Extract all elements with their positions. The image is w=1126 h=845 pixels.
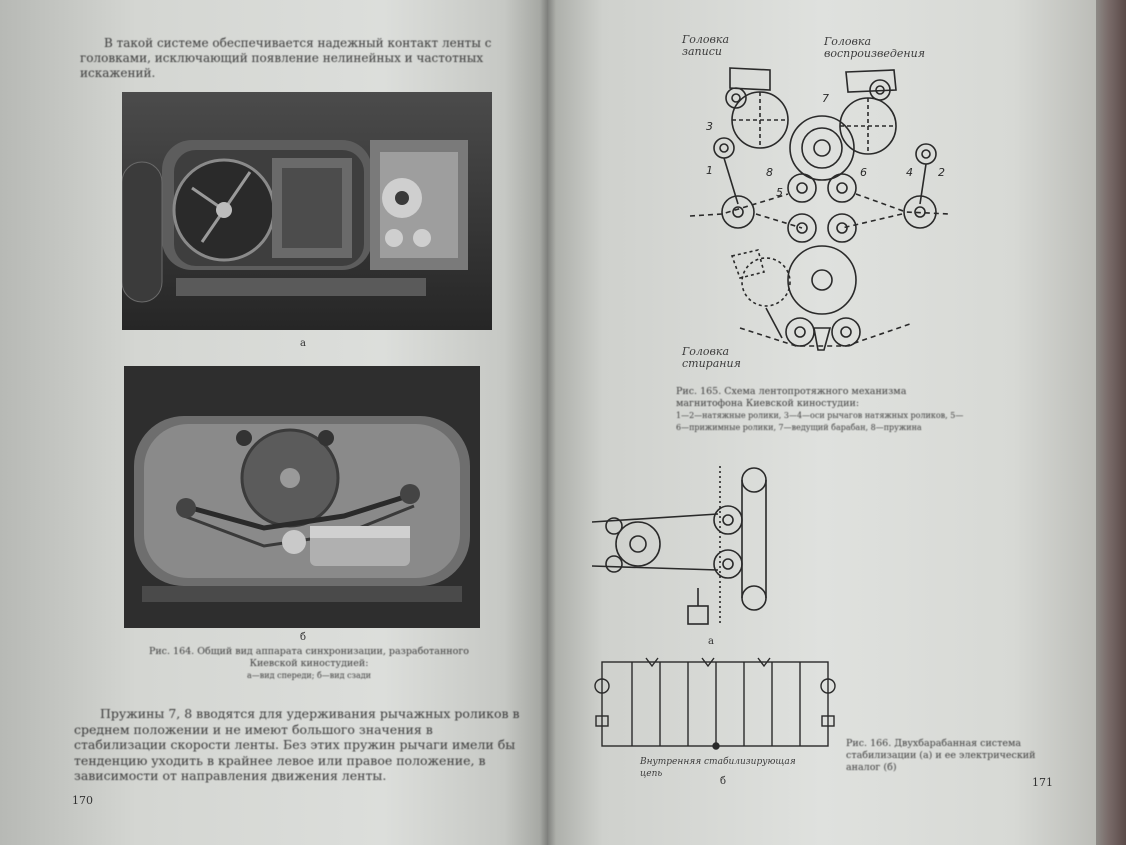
- left-intro-text: В такой системе обеспечивается надежный …: [80, 36, 492, 80]
- fig-label-b: б: [300, 632, 307, 643]
- fig-164-caption: Рис. 164. Общий вид аппарата синхронизац…: [134, 646, 484, 682]
- diagram-number: 2: [938, 166, 945, 179]
- photo-rear-view-image: [124, 366, 480, 628]
- fig-165-caption-sub: 1—2—натяжные ролики, 3—4—оси рычагов нат…: [676, 411, 964, 432]
- fig-166-label-a: а: [708, 636, 714, 647]
- left-page-number: 170: [72, 794, 93, 807]
- diagram-number: 4: [906, 166, 913, 179]
- diagram-number: 7: [822, 92, 829, 105]
- fig-165-caption: Рис. 165. Схема лентопротяжного механизм…: [676, 386, 968, 434]
- left-page: В такой системе обеспечивается надежный …: [0, 0, 548, 845]
- left-body-text: Пружины 7, 8 вводятся для удерживания ры…: [74, 706, 520, 783]
- tape-transport-diagram: 3 1 8 5 6 4 2 7: [689, 67, 951, 351]
- diagram-number: 8: [766, 166, 773, 179]
- label-record-head: Головка записи: [682, 33, 730, 58]
- label-erase-head: Головка стирания: [682, 345, 741, 370]
- fig-166-label-b: б: [720, 776, 727, 787]
- fig-164-caption-title: Рис. 164. Общий вид аппарата синхронизац…: [148, 646, 470, 669]
- photo-front-view-image: [122, 92, 492, 330]
- electrical-analog-diagram: [594, 657, 836, 750]
- book-gutter: [540, 0, 556, 845]
- diagram-number: 1: [706, 164, 713, 177]
- photo-front-view: [122, 92, 492, 330]
- fig-164-caption-sub: а—вид спереди; б—вид сзади: [247, 671, 371, 680]
- fig-label-a: а: [300, 338, 306, 349]
- tape-transport-numbers: 3 1 8 5 6 4 2 7: [706, 92, 945, 199]
- photo-rear-view: [124, 366, 480, 628]
- fig-166-caption: Рис. 166. Двухбарабанная система стабили…: [846, 738, 1036, 773]
- label-stabilizing-chain: Внутренняя стабилизирующая цепь: [640, 757, 796, 779]
- diagram-number: 6: [860, 166, 867, 179]
- two-drum-stabilization-diagram: [592, 466, 767, 626]
- fig-165-caption-title: Рис. 165. Схема лентопротяжного механизм…: [676, 386, 907, 409]
- label-playback-head: Головка воспроизведения: [824, 35, 926, 60]
- diagram-number: 5: [776, 186, 783, 199]
- right-page-number: 171: [1032, 776, 1053, 789]
- book-edge: [1096, 0, 1126, 845]
- right-page: 3 1 8 5 6 4 2 7 Головка записи Головка в…: [548, 0, 1096, 845]
- diagram-number: 3: [706, 120, 713, 133]
